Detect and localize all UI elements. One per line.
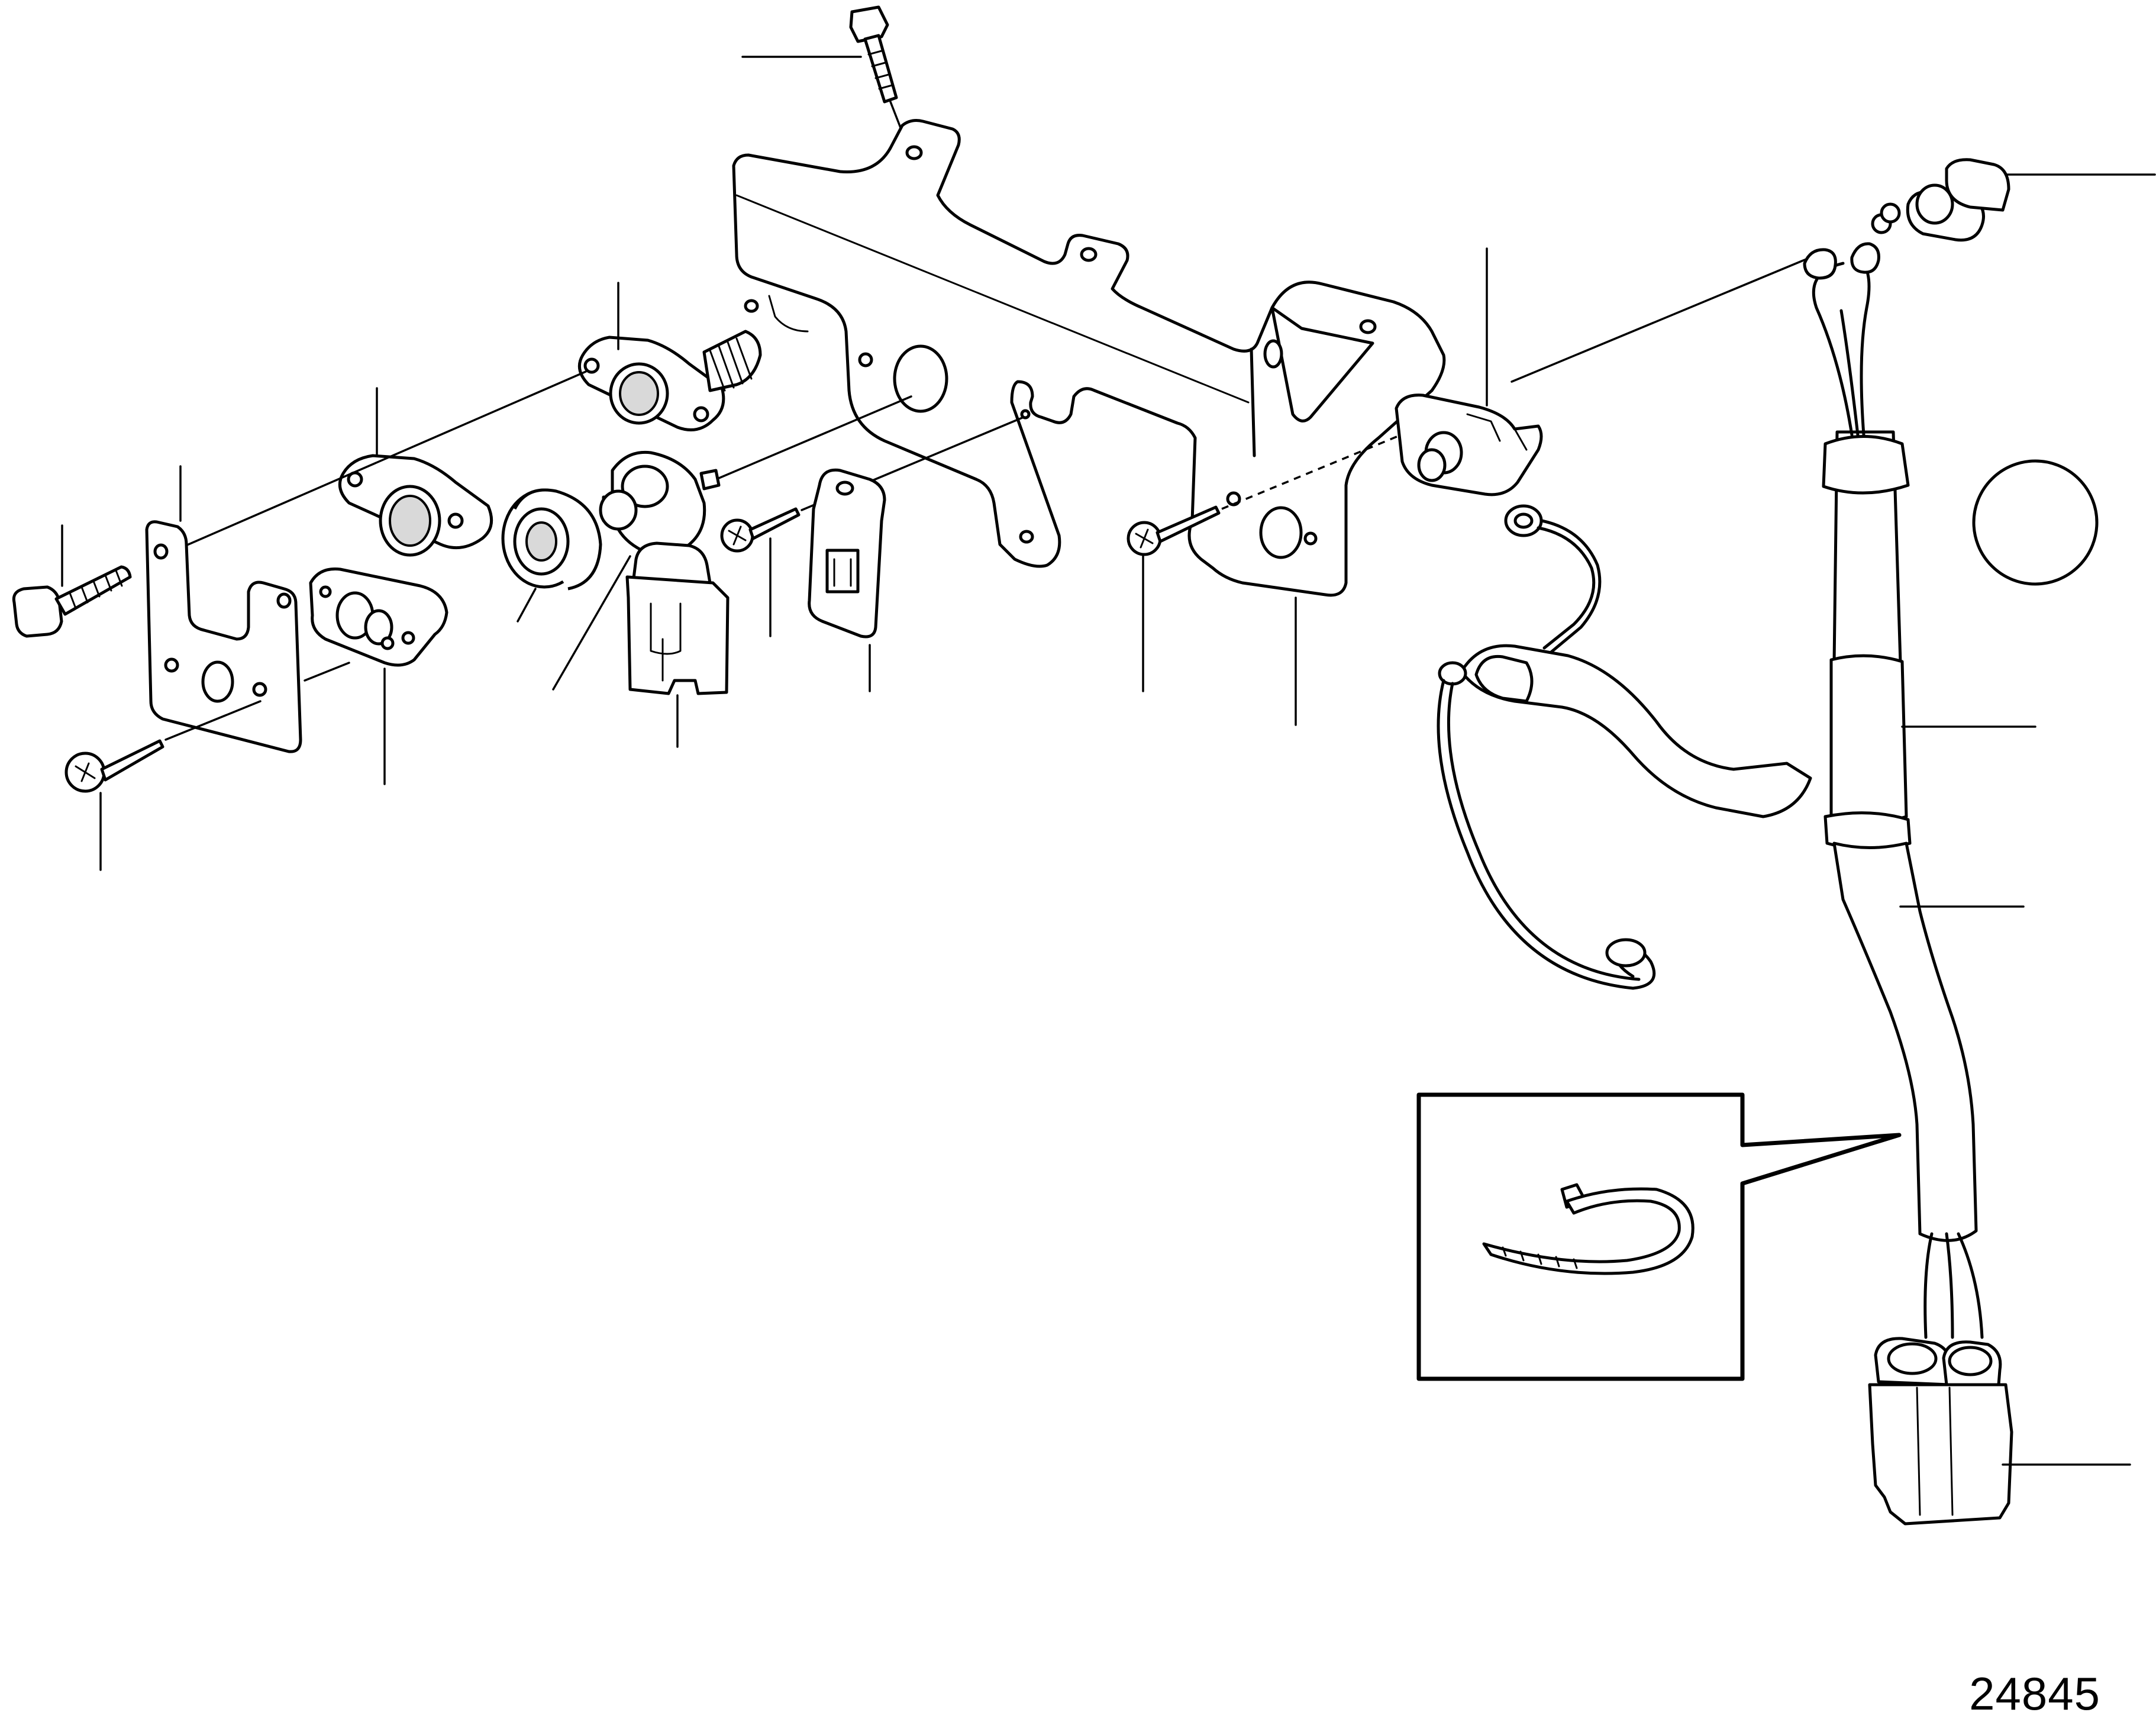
connector-plug-icon[interactable] — [625, 541, 730, 695]
screw-left-icon[interactable] — [64, 739, 164, 793]
screw-right-icon[interactable] — [1127, 505, 1221, 556]
cable-tie-detail-box — [1416, 1092, 1902, 1381]
cable-tie-icon[interactable] — [1482, 1183, 1695, 1275]
small-bracket-icon[interactable] — [145, 520, 302, 753]
mounting-bracket-icon[interactable] — [732, 119, 1446, 597]
cable-harness-icon[interactable] — [1437, 262, 1984, 1339]
axis-sensor-body — [304, 662, 350, 682]
relay-holder-icon[interactable] — [808, 468, 886, 639]
screw-middle-icon[interactable] — [720, 507, 801, 553]
o-ring-icon[interactable] — [1972, 459, 2099, 586]
leader-grommet — [517, 588, 537, 623]
axis-sensor-right — [1511, 256, 1812, 383]
grommet-icon[interactable] — [501, 488, 602, 591]
switch-icon[interactable] — [599, 450, 721, 557]
harness-connector-icon[interactable] — [1868, 1337, 2013, 1526]
sensor-body-icon[interactable] — [309, 567, 448, 667]
bolt-top-icon[interactable] — [849, 5, 898, 104]
sensor-flange-lower-icon[interactable] — [338, 454, 493, 557]
sensor-right-icon[interactable] — [1395, 394, 1543, 496]
bolt-left-icon[interactable] — [12, 565, 132, 638]
axis-switch — [718, 395, 912, 479]
axis-sensor-flanges — [180, 370, 587, 549]
figure-number: 24845 — [1969, 1668, 2100, 1720]
sensor-flange-upper-icon[interactable] — [577, 330, 762, 431]
end-cap-icon[interactable] — [1803, 158, 2010, 280]
axis-screw-left — [164, 700, 262, 741]
leader-switch — [552, 555, 631, 691]
